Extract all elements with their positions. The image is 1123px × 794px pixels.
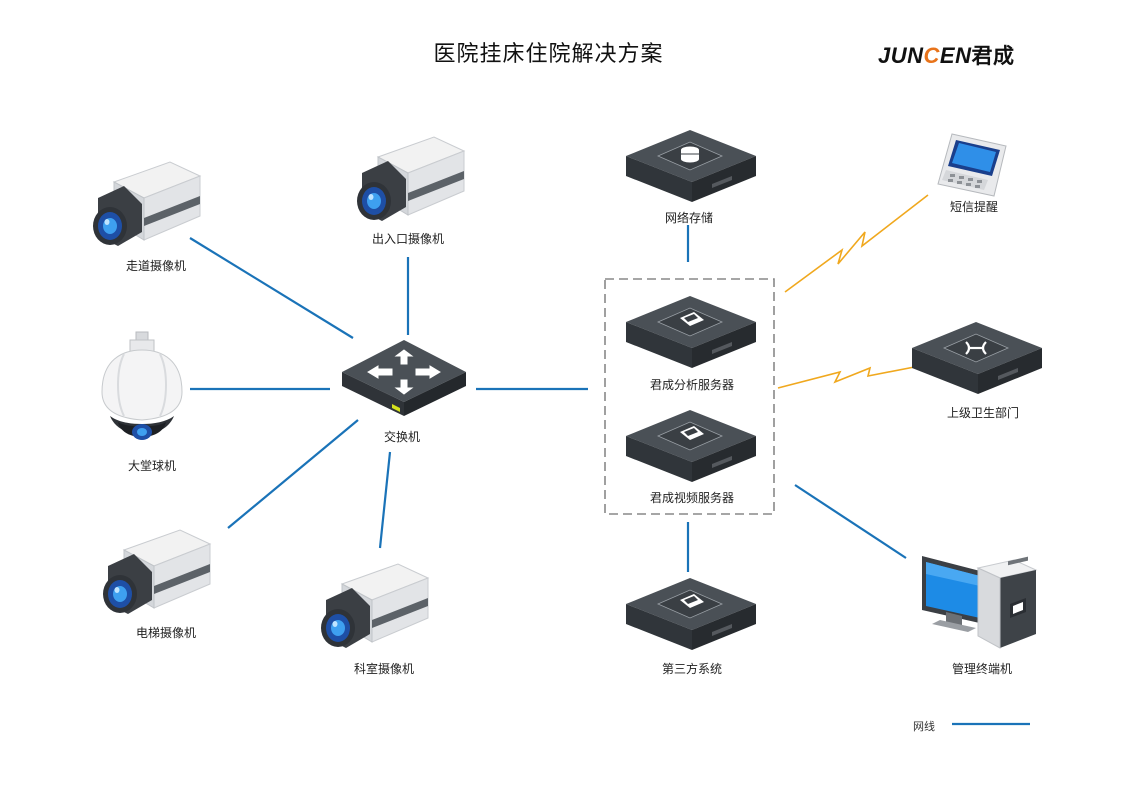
wireless-sms: [784, 194, 929, 293]
department-camera[interactable]: [312, 562, 432, 660]
video-server-label: 君成视频服务器: [650, 491, 735, 505]
server-group-boundary: [604, 278, 775, 515]
elevator-camera[interactable]: [94, 528, 214, 626]
brand-logo: JUNCEN君成: [878, 40, 1014, 70]
link-elevator-switch: [227, 419, 359, 529]
link-corridor-switch: [189, 237, 354, 339]
management-terminal[interactable]: [918, 552, 1040, 652]
entrance-camera[interactable]: [348, 135, 468, 233]
corridor-camera[interactable]: [84, 160, 204, 258]
logo-latin-1: JUN: [878, 43, 924, 68]
storage-server-icon: [626, 130, 756, 202]
entrance-camera-label: 出入口摄像机: [372, 232, 445, 246]
elevator-camera-label: 电梯摄像机: [136, 626, 197, 640]
lobby-dome-label: 大堂球机: [128, 459, 177, 473]
box-camera-icon: [321, 563, 430, 648]
logo-latin-accent: C: [923, 43, 940, 68]
rack-server-icon: [626, 410, 756, 482]
logo-latin-2: EN: [939, 43, 972, 68]
third-party-system[interactable]: [624, 574, 758, 654]
desktop-computer-icon: [922, 556, 1038, 649]
analysis-server-label: 君成分析服务器: [650, 378, 735, 392]
sms-alert-label: 短信提醒: [950, 200, 999, 214]
link-servers-terminal: [794, 484, 907, 559]
network-storage-server[interactable]: [624, 126, 758, 206]
corridor-camera-label: 走道摄像机: [126, 259, 187, 273]
mobile-phone-icon: [937, 133, 1007, 197]
rack-server-icon: [626, 578, 756, 650]
sms-phone[interactable]: [932, 132, 1012, 200]
wireless-health: [777, 362, 936, 389]
third-party-label: 第三方系统: [662, 662, 723, 676]
page-title: 医院挂床住院解决方案: [433, 42, 664, 67]
department-camera-label: 科室摄像机: [354, 662, 415, 676]
box-camera-icon: [357, 136, 466, 221]
logo-chinese: 君成: [971, 45, 1015, 68]
legend-network-line-label: 网线: [913, 720, 935, 733]
switch-label: 交换机: [384, 430, 421, 444]
box-camera-icon: [93, 161, 202, 246]
network-switch[interactable]: [338, 334, 470, 418]
analysis-server[interactable]: [624, 292, 758, 372]
box-camera-icon: [103, 529, 212, 614]
switch-icon: [342, 340, 466, 416]
terminal-label: 管理终端机: [952, 662, 1013, 676]
link-department-switch: [378, 451, 392, 549]
lobby-dome-camera[interactable]: [94, 330, 190, 452]
health-department-label: 上级卫生部门: [947, 406, 1020, 420]
rack-server-icon: [626, 296, 756, 368]
network-storage-label: 网络存储: [665, 211, 714, 225]
video-server[interactable]: [624, 406, 758, 486]
router-server-icon: [912, 322, 1042, 394]
dome-camera-icon: [101, 331, 183, 440]
health-department-server[interactable]: [910, 318, 1044, 398]
